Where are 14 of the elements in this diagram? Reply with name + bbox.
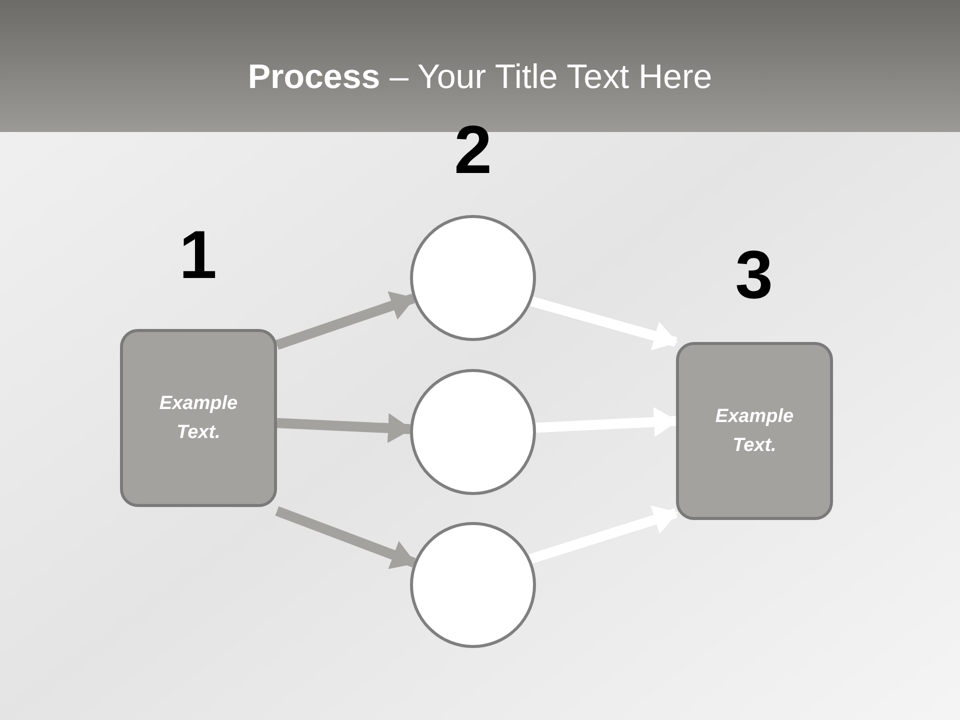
step-number: 1: [179, 221, 217, 289]
arrow: [536, 407, 678, 438]
arrow: [530, 296, 678, 350]
step-number: 3: [735, 241, 773, 309]
arrow: [275, 291, 416, 350]
title: Process – Your Title Text Here: [248, 58, 712, 96]
arrow: [528, 505, 678, 564]
process-box: [676, 342, 833, 520]
arrow: [275, 506, 416, 569]
arrow: [276, 413, 412, 444]
step-number: 2: [454, 116, 492, 184]
process-box: [120, 329, 277, 507]
box-text: Example Text.: [158, 392, 239, 445]
box-text: Example Text.: [714, 405, 795, 458]
